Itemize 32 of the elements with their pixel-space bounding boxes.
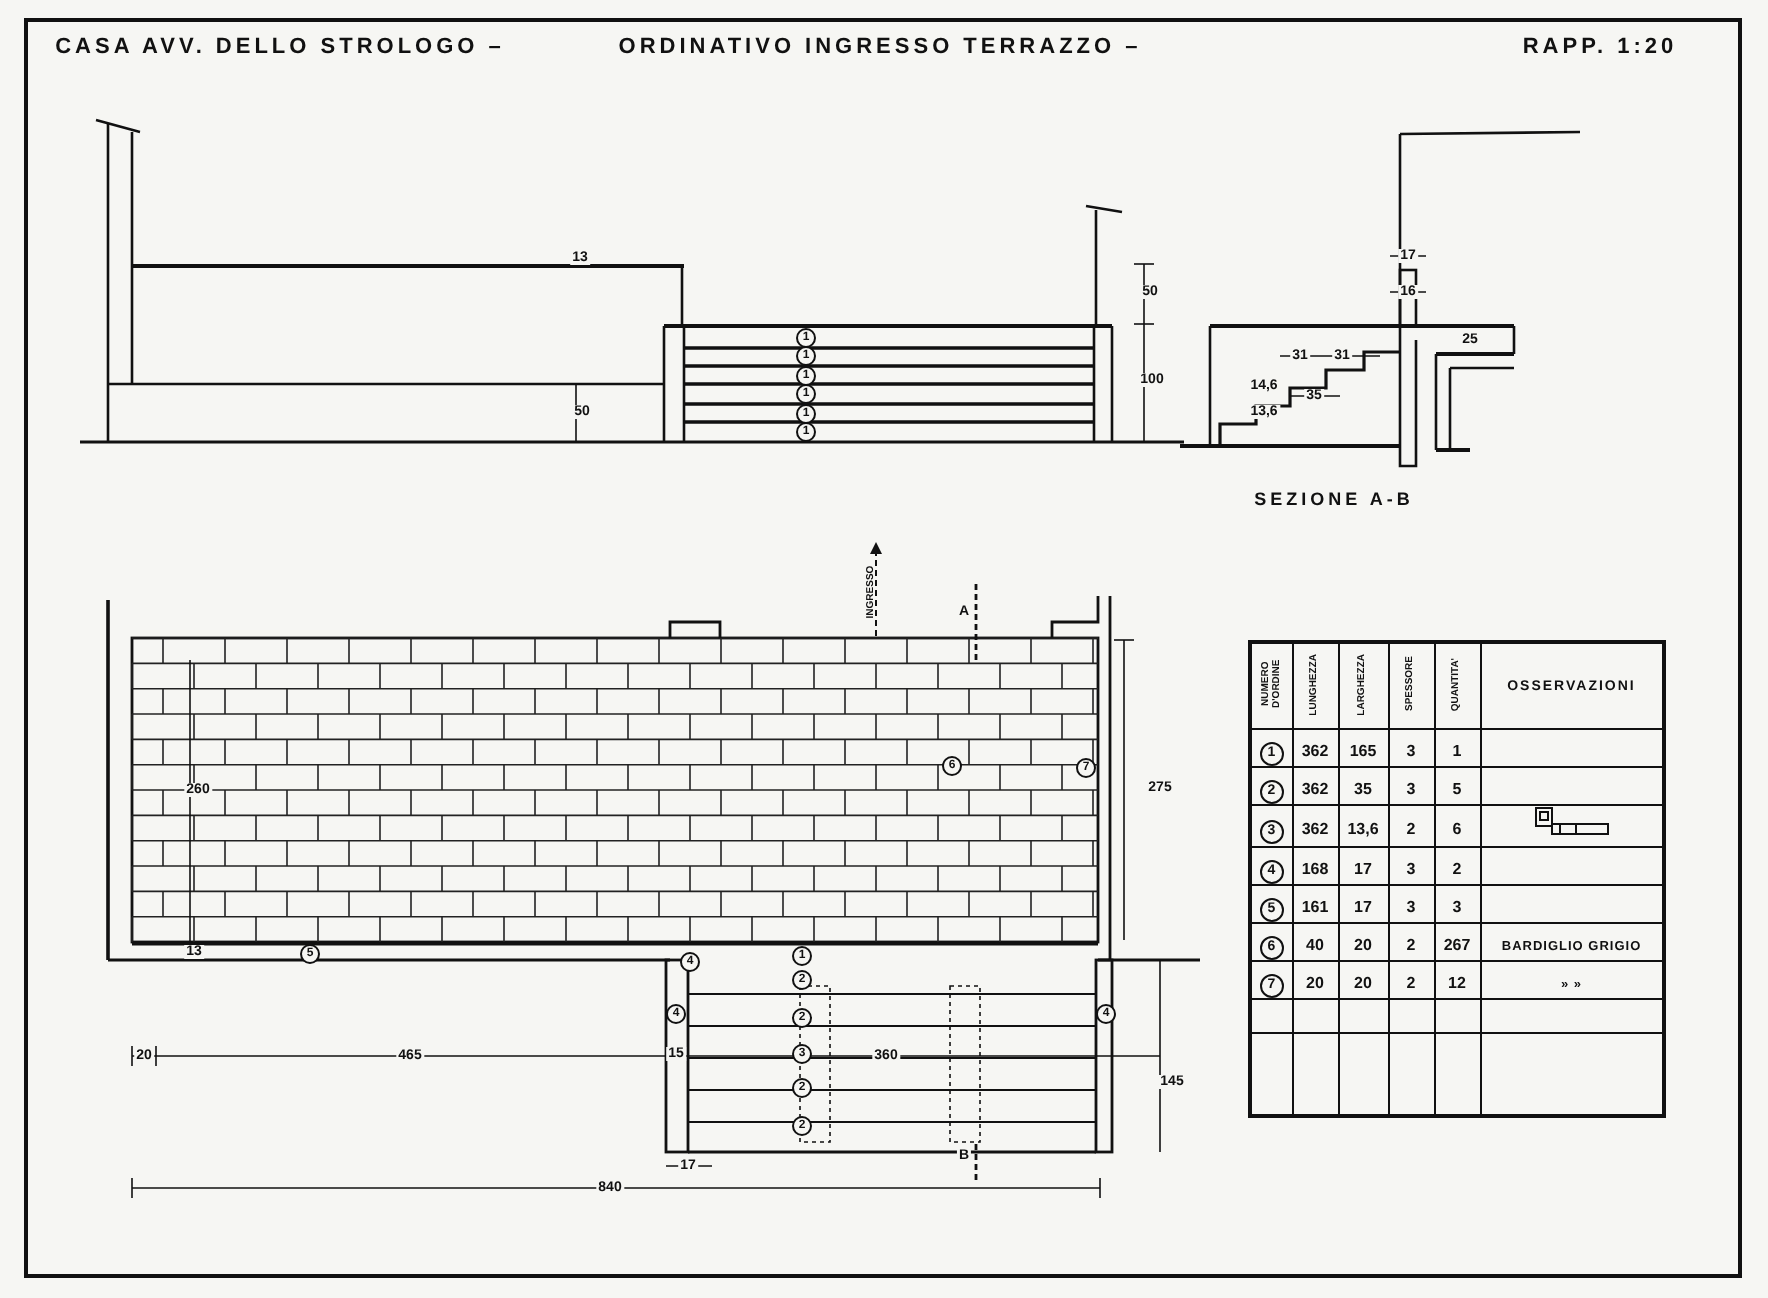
table-value: 2 <box>1406 974 1416 992</box>
table-value: 40 <box>1306 936 1324 954</box>
table-value: 6 <box>1452 820 1462 838</box>
table-value: 2 <box>1406 820 1416 838</box>
table-value: 165 <box>1349 742 1377 760</box>
table-value: 12 <box>1448 974 1466 992</box>
table-value: 3 <box>1406 898 1416 916</box>
section-title: SEZIONE A-B <box>1254 491 1414 509</box>
drawing-title: CASA AVV. DELLO STROLOGO – <box>55 37 505 59</box>
table-value: 362 <box>1301 820 1329 838</box>
table-value: 17 <box>1354 898 1372 916</box>
table-value: 161 <box>1301 898 1329 916</box>
table-value: 3 <box>1406 860 1416 878</box>
table-value: 13,6 <box>1347 820 1379 838</box>
table-value: 5 <box>1452 780 1462 798</box>
table-value: 3 <box>1452 898 1462 916</box>
table-value: 20 <box>1306 974 1324 992</box>
table-value: 35 <box>1354 780 1372 798</box>
table-value: 2 <box>1406 936 1416 954</box>
table-value: 3 <box>1406 742 1416 760</box>
table-value: 267 <box>1443 936 1471 954</box>
drawing-title: ORDINATIVO INGRESSO TERRAZZO – <box>618 37 1142 59</box>
table-value: 20 <box>1354 974 1372 992</box>
table-value: 362 <box>1301 780 1329 798</box>
table-value: 3 <box>1406 780 1416 798</box>
table-value: 20 <box>1354 936 1372 954</box>
table-value: 2 <box>1452 860 1462 878</box>
table-value: 168 <box>1301 860 1329 878</box>
table-value: 1 <box>1452 742 1462 760</box>
table-value: 17 <box>1354 860 1372 878</box>
drawing-title: RAPP. 1:20 <box>1522 37 1678 59</box>
table-value: 362 <box>1301 742 1329 760</box>
